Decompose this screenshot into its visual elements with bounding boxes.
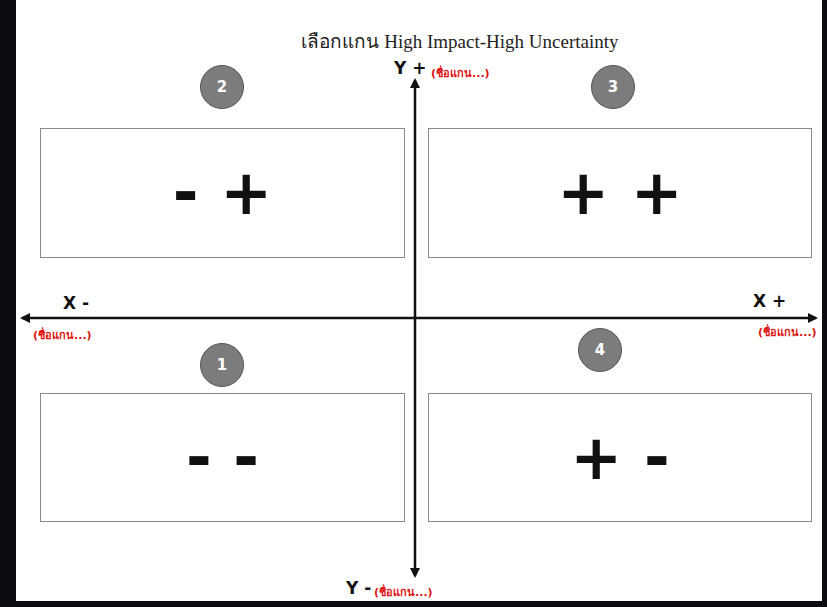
axis-label: X - <box>62 293 90 313</box>
number-circle: 4 <box>578 328 622 372</box>
axis-name: (ชื่อแกน...) <box>373 583 434 601</box>
number-circle: 3 <box>591 65 635 109</box>
callout-number: 2 <box>217 78 227 96</box>
number-circle: 2 <box>200 65 244 109</box>
callout-number: 3 <box>608 78 618 96</box>
sign-pair: + + <box>557 162 682 224</box>
callout-number: 4 <box>595 341 605 359</box>
axis-label: Y - <box>345 578 372 598</box>
sign-pair: - - <box>186 427 259 489</box>
scenario-box: + + <box>428 128 812 258</box>
scenario-box: - + <box>40 128 405 258</box>
sign-pair: + - <box>570 427 669 489</box>
axis-label: X + <box>752 291 787 311</box>
axis-name: (ชื่อแกน...) <box>430 64 491 82</box>
sign-pair: - + <box>173 162 272 224</box>
scenario-box: + - <box>428 393 812 522</box>
title: เลือกแกน High Impact-High Uncertainty <box>301 26 618 56</box>
y-axis <box>414 80 417 576</box>
scenario-box: - - <box>40 393 405 522</box>
axis-name: (ชื่อแกน...) <box>32 326 93 344</box>
callout-number: 1 <box>217 356 227 374</box>
axis-label: Y + <box>393 58 427 78</box>
x-axis <box>22 317 816 320</box>
axis-name: (ชื่อแกน...) <box>757 323 818 341</box>
number-circle: 1 <box>200 343 244 387</box>
